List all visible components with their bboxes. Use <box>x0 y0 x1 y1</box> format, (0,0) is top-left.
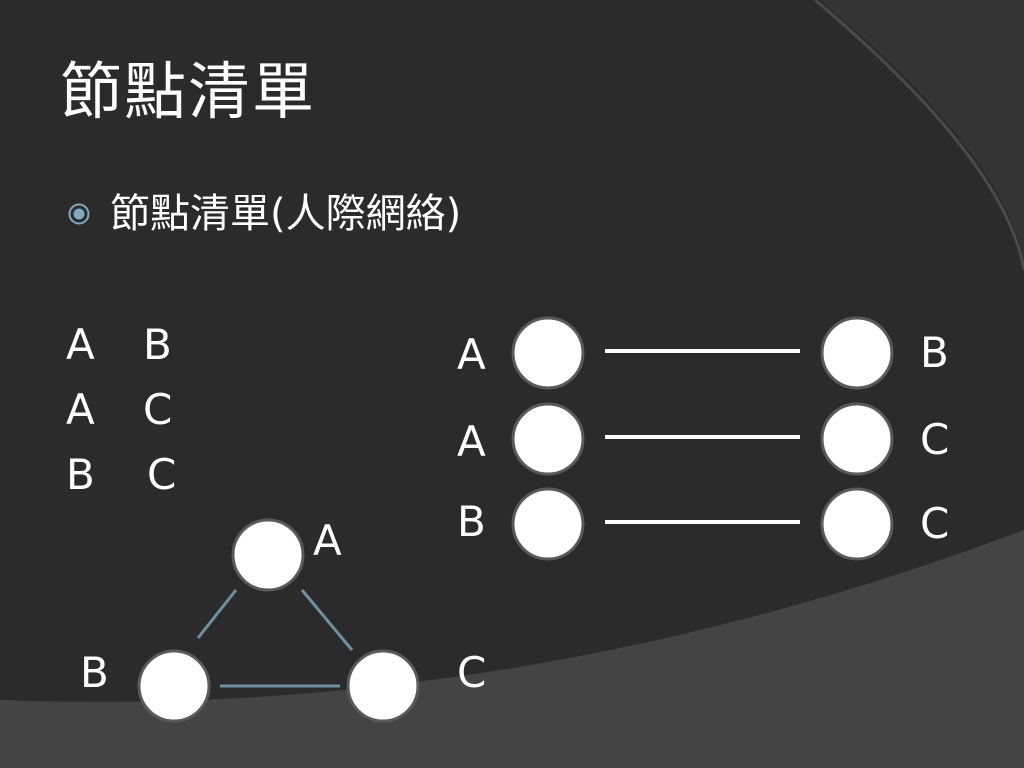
node-list-row-2-to: C <box>143 385 173 434</box>
pair-node-left-1 <box>511 316 585 390</box>
pair-label-left-1: A <box>457 330 486 379</box>
pair-label-right-2: C <box>920 415 950 464</box>
pair-label-right-3: C <box>920 499 950 548</box>
node-list-row-2-from: A <box>66 385 95 434</box>
triangle-node-b <box>137 649 211 723</box>
triangle-edge-a-c <box>300 589 354 651</box>
bullet-text: 節點清單(人際網絡) <box>110 191 462 237</box>
pair-node-left-3 <box>511 487 585 561</box>
triangle-label-c: C <box>457 648 487 697</box>
node-list-row-3-to: C <box>147 450 177 499</box>
background-arc-highlight <box>814 0 1024 271</box>
triangle-label-a: A <box>313 516 342 565</box>
bullet-circle-icon <box>68 203 90 225</box>
background-bottom-band <box>0 530 1024 768</box>
pair-node-right-2 <box>820 402 894 476</box>
triangle-edge-a-b <box>196 589 238 639</box>
node-list-row-1-from: A <box>66 320 95 369</box>
triangle-label-b: B <box>80 648 109 697</box>
triangle-node-a <box>231 518 305 592</box>
slide-title: 節點清單 <box>60 55 317 128</box>
bullet-item: 節點清單(人際網絡) <box>68 186 461 242</box>
node-list-row-3-from: B <box>66 450 95 499</box>
triangle-node-c <box>346 649 420 723</box>
pair-node-right-3 <box>820 487 894 561</box>
node-list-row-1-to: B <box>143 320 172 369</box>
pair-label-left-2: A <box>457 417 486 466</box>
pair-label-right-1: B <box>920 328 949 377</box>
background-arc-band <box>820 0 1024 260</box>
pair-node-left-2 <box>511 402 585 476</box>
pair-label-left-3: B <box>457 497 486 546</box>
pair-node-right-1 <box>820 316 894 390</box>
